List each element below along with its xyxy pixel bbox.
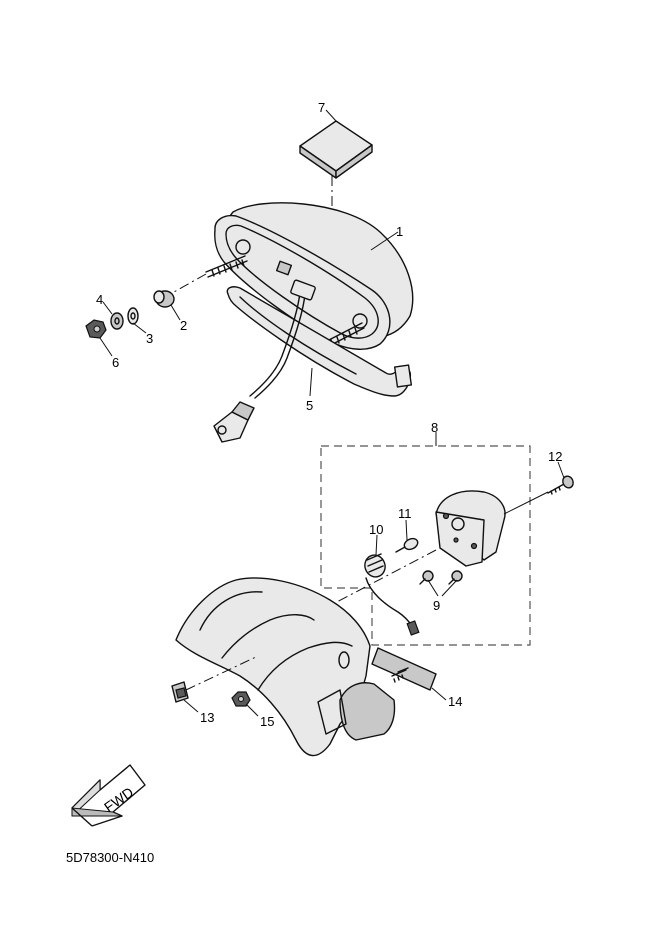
- part-2-collar: [153, 290, 175, 308]
- leader-lines: [99, 109, 565, 717]
- callout-15: 15: [260, 714, 274, 729]
- part-3-washer: [127, 307, 139, 325]
- callout-11: 11: [398, 506, 412, 521]
- callout-6: 6: [112, 355, 119, 370]
- part-1-taillight: [214, 202, 414, 350]
- callout-10: 10: [369, 522, 383, 537]
- callout-7: 7: [318, 100, 325, 115]
- part-15-nut: [231, 691, 251, 707]
- fwd-arrow-icon: FWD: [71, 764, 146, 827]
- callout-13: 13: [200, 710, 214, 725]
- callout-12: 12: [548, 449, 562, 464]
- part-11-bulb: [395, 537, 419, 553]
- alignment-line-8: [309, 549, 437, 617]
- part-9-screws: [419, 570, 463, 585]
- callout-2: 2: [180, 318, 187, 333]
- alignment-line-stud: [164, 273, 207, 298]
- callout-3: 3: [146, 331, 153, 346]
- part-5-wire-harness: [213, 279, 316, 443]
- assembly-8-outline: [320, 445, 531, 646]
- part-10-socket-cord: [364, 553, 420, 636]
- part-13-clip: [171, 681, 189, 703]
- part-14-reflector: [371, 647, 437, 691]
- callout-1: 1: [396, 224, 403, 239]
- part-12-screw: [547, 475, 574, 495]
- part-4-washer: [110, 312, 124, 330]
- rear-fender: [175, 577, 396, 757]
- part-8-license-light: [435, 490, 549, 567]
- callout-4: 4: [96, 292, 103, 307]
- callout-8: 8: [431, 420, 438, 435]
- alignment-line-13: [185, 655, 259, 691]
- part-6-nut: [85, 319, 107, 339]
- callout-9: 9: [433, 598, 440, 613]
- diagram-code: 5D78300-N410: [66, 850, 154, 865]
- stud-bolt-left: [205, 255, 248, 278]
- callout-5: 5: [306, 398, 313, 413]
- part-7-pad: [299, 120, 373, 179]
- harness-connector: [213, 401, 255, 443]
- part-5-gasket: [226, 286, 413, 397]
- callout-14: 14: [448, 694, 462, 709]
